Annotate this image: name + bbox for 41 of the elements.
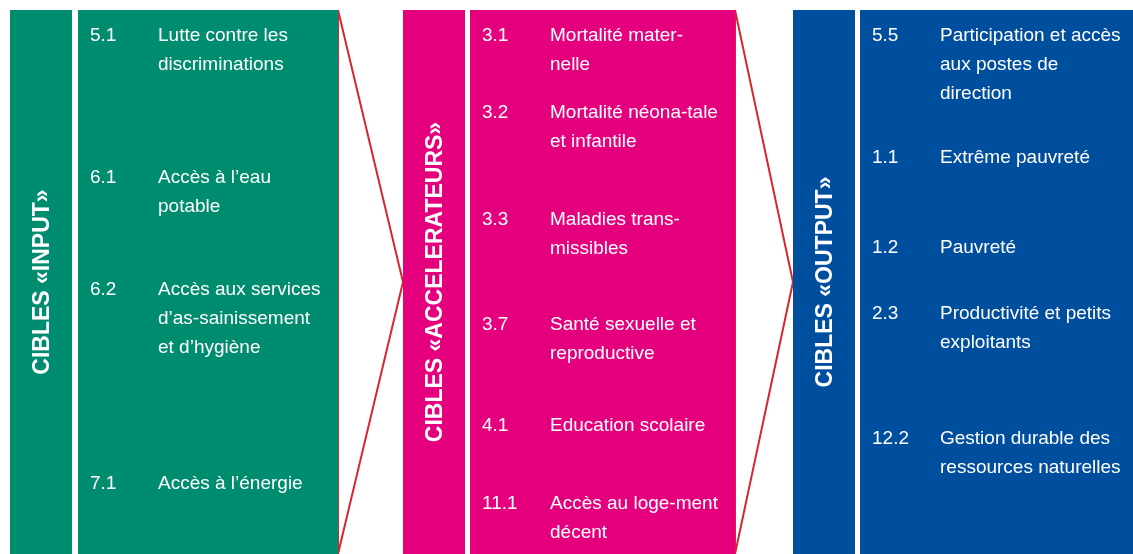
- category-label: CIBLES «INPUT»: [27, 189, 55, 375]
- category-label: CIBLES «OUTPUT»: [810, 176, 838, 388]
- target-panel: [78, 10, 338, 554]
- target-description: Mortalité mater-nelle: [550, 23, 685, 76]
- target-number: 5.5: [872, 23, 899, 47]
- target-description: Accès au loge-ment décent: [550, 491, 719, 544]
- target-number: 6.1: [90, 165, 117, 189]
- target-description: Accès à l’eau potable: [158, 165, 272, 218]
- target-description: Pauvreté: [940, 235, 1018, 259]
- chevron-arrow: [734, 9, 795, 554]
- target-number: 12.2: [872, 426, 909, 450]
- target-panel: [860, 10, 1133, 554]
- target-description: Accès aux services d’as-sainissement et d’hygiène: [158, 277, 322, 359]
- category-bar: [403, 10, 465, 554]
- target-description: Santé sexuelle et reproductive: [550, 312, 697, 365]
- target-description: Accès à l’énergie: [158, 471, 304, 495]
- target-description: Gestion durable des ressources naturelles: [940, 426, 1121, 479]
- category-bar: [10, 10, 72, 554]
- target-number: 2.3: [872, 301, 899, 325]
- target-number: 6.2: [90, 277, 117, 301]
- target-number: 3.7: [482, 312, 509, 336]
- target-description: Education scolaire: [550, 413, 707, 437]
- target-number: 3.1: [482, 23, 509, 47]
- target-number: 1.1: [872, 145, 899, 169]
- target-description: Extrême pauvreté: [940, 145, 1091, 169]
- target-description: Lutte contre les discriminations: [158, 23, 289, 76]
- target-panel: [470, 10, 735, 554]
- chevron-arrow: [337, 9, 405, 554]
- target-number: 11.1: [482, 491, 518, 515]
- target-number: 4.1: [482, 413, 509, 437]
- target-number: 5.1: [90, 23, 117, 47]
- target-number: 7.1: [90, 471, 117, 495]
- target-description: Productivité et petits exploitants: [940, 301, 1113, 354]
- target-number: 3.3: [482, 207, 509, 231]
- category-bar: [793, 10, 855, 554]
- target-number: 3.2: [482, 100, 509, 124]
- target-description: Mortalité néona-tale et infantile: [550, 100, 719, 153]
- target-description: Participation et accès aux postes de direction: [940, 23, 1121, 105]
- category-label: CIBLES «ACCELERATEURS»: [420, 121, 448, 443]
- target-description: Maladies trans-missibles: [550, 207, 681, 260]
- target-number: 1.2: [872, 235, 899, 259]
